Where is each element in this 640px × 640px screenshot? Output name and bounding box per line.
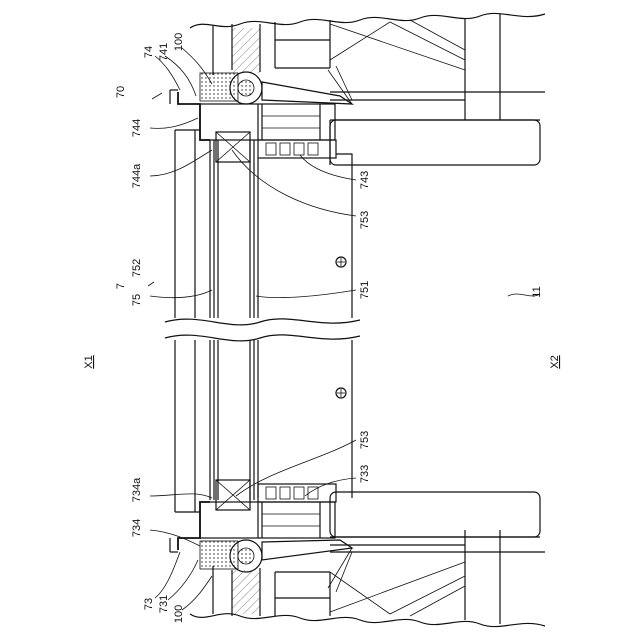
screw-icon (336, 388, 346, 398)
label-751: 751 (359, 281, 371, 299)
label-753-bottom: 753 (359, 431, 371, 449)
label-X1: X1 (83, 355, 95, 368)
label-74: 74 (143, 46, 155, 58)
top-sash-section (170, 90, 352, 320)
bottom-roller-assembly (200, 540, 352, 592)
label-7: 7 (115, 283, 127, 289)
label-75: 75 (131, 294, 143, 306)
label-734a: 734a (131, 477, 143, 502)
label-100-top: 100 (173, 33, 185, 51)
middle-break (160, 318, 370, 341)
label-11: 11 (531, 286, 543, 297)
label-741: 741 (158, 43, 170, 61)
label-70: 70 (115, 86, 127, 98)
label-734: 734 (131, 519, 143, 537)
label-744a: 744a (131, 163, 143, 188)
label-753-top: 753 (359, 211, 371, 229)
screw-icon (336, 257, 346, 267)
outer-frame-left-lower (175, 340, 352, 512)
label-73: 73 (143, 598, 155, 610)
label-731: 731 (158, 595, 170, 613)
label-100-bottom: 100 (173, 605, 185, 623)
label-752: 752 (131, 259, 143, 277)
label-X2: X2 (549, 355, 561, 368)
label-733: 733 (359, 465, 371, 483)
label-744: 744 (131, 119, 143, 137)
label-743: 743 (359, 171, 371, 189)
outer-frame-left (175, 130, 200, 320)
top-roller-assembly (200, 66, 352, 104)
